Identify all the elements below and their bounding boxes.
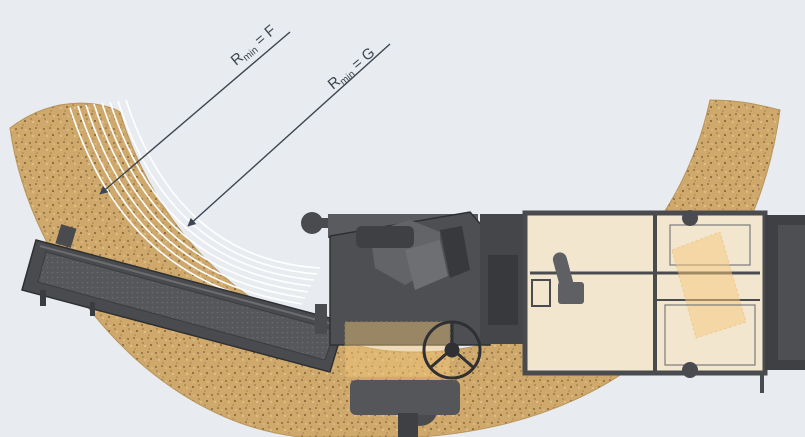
conveyor <box>21 224 346 373</box>
leader-line-g <box>187 43 391 227</box>
highlight-zone-right <box>671 231 747 339</box>
operator-platform <box>522 210 768 376</box>
conveyor-belt <box>37 251 336 361</box>
steering-wheel-icon <box>422 320 482 380</box>
rear-drum <box>682 210 805 393</box>
machine-body <box>301 211 530 437</box>
label-rmin-g: Rmin = G <box>325 44 380 94</box>
leader-line-f <box>99 31 291 195</box>
